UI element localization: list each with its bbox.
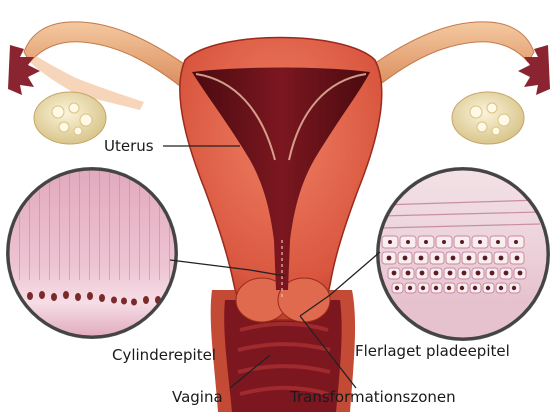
- label-uterus: Uterus: [104, 139, 154, 154]
- label-cylinderepitel: Cylinderepitel: [112, 348, 216, 363]
- ovary-left: [34, 92, 106, 144]
- label-flerlaget-pladeepitel: Flerlaget pladeepitel: [355, 344, 510, 359]
- label-transformationszonen: Transformationszonen: [290, 390, 456, 405]
- cylinderepitel-magnifier: [0, 160, 190, 350]
- fallopian-tube-right: [368, 22, 534, 90]
- pladeepitel-magnifier: [370, 160, 558, 350]
- label-vagina: Vagina: [172, 390, 223, 405]
- ovary-right: [452, 92, 524, 144]
